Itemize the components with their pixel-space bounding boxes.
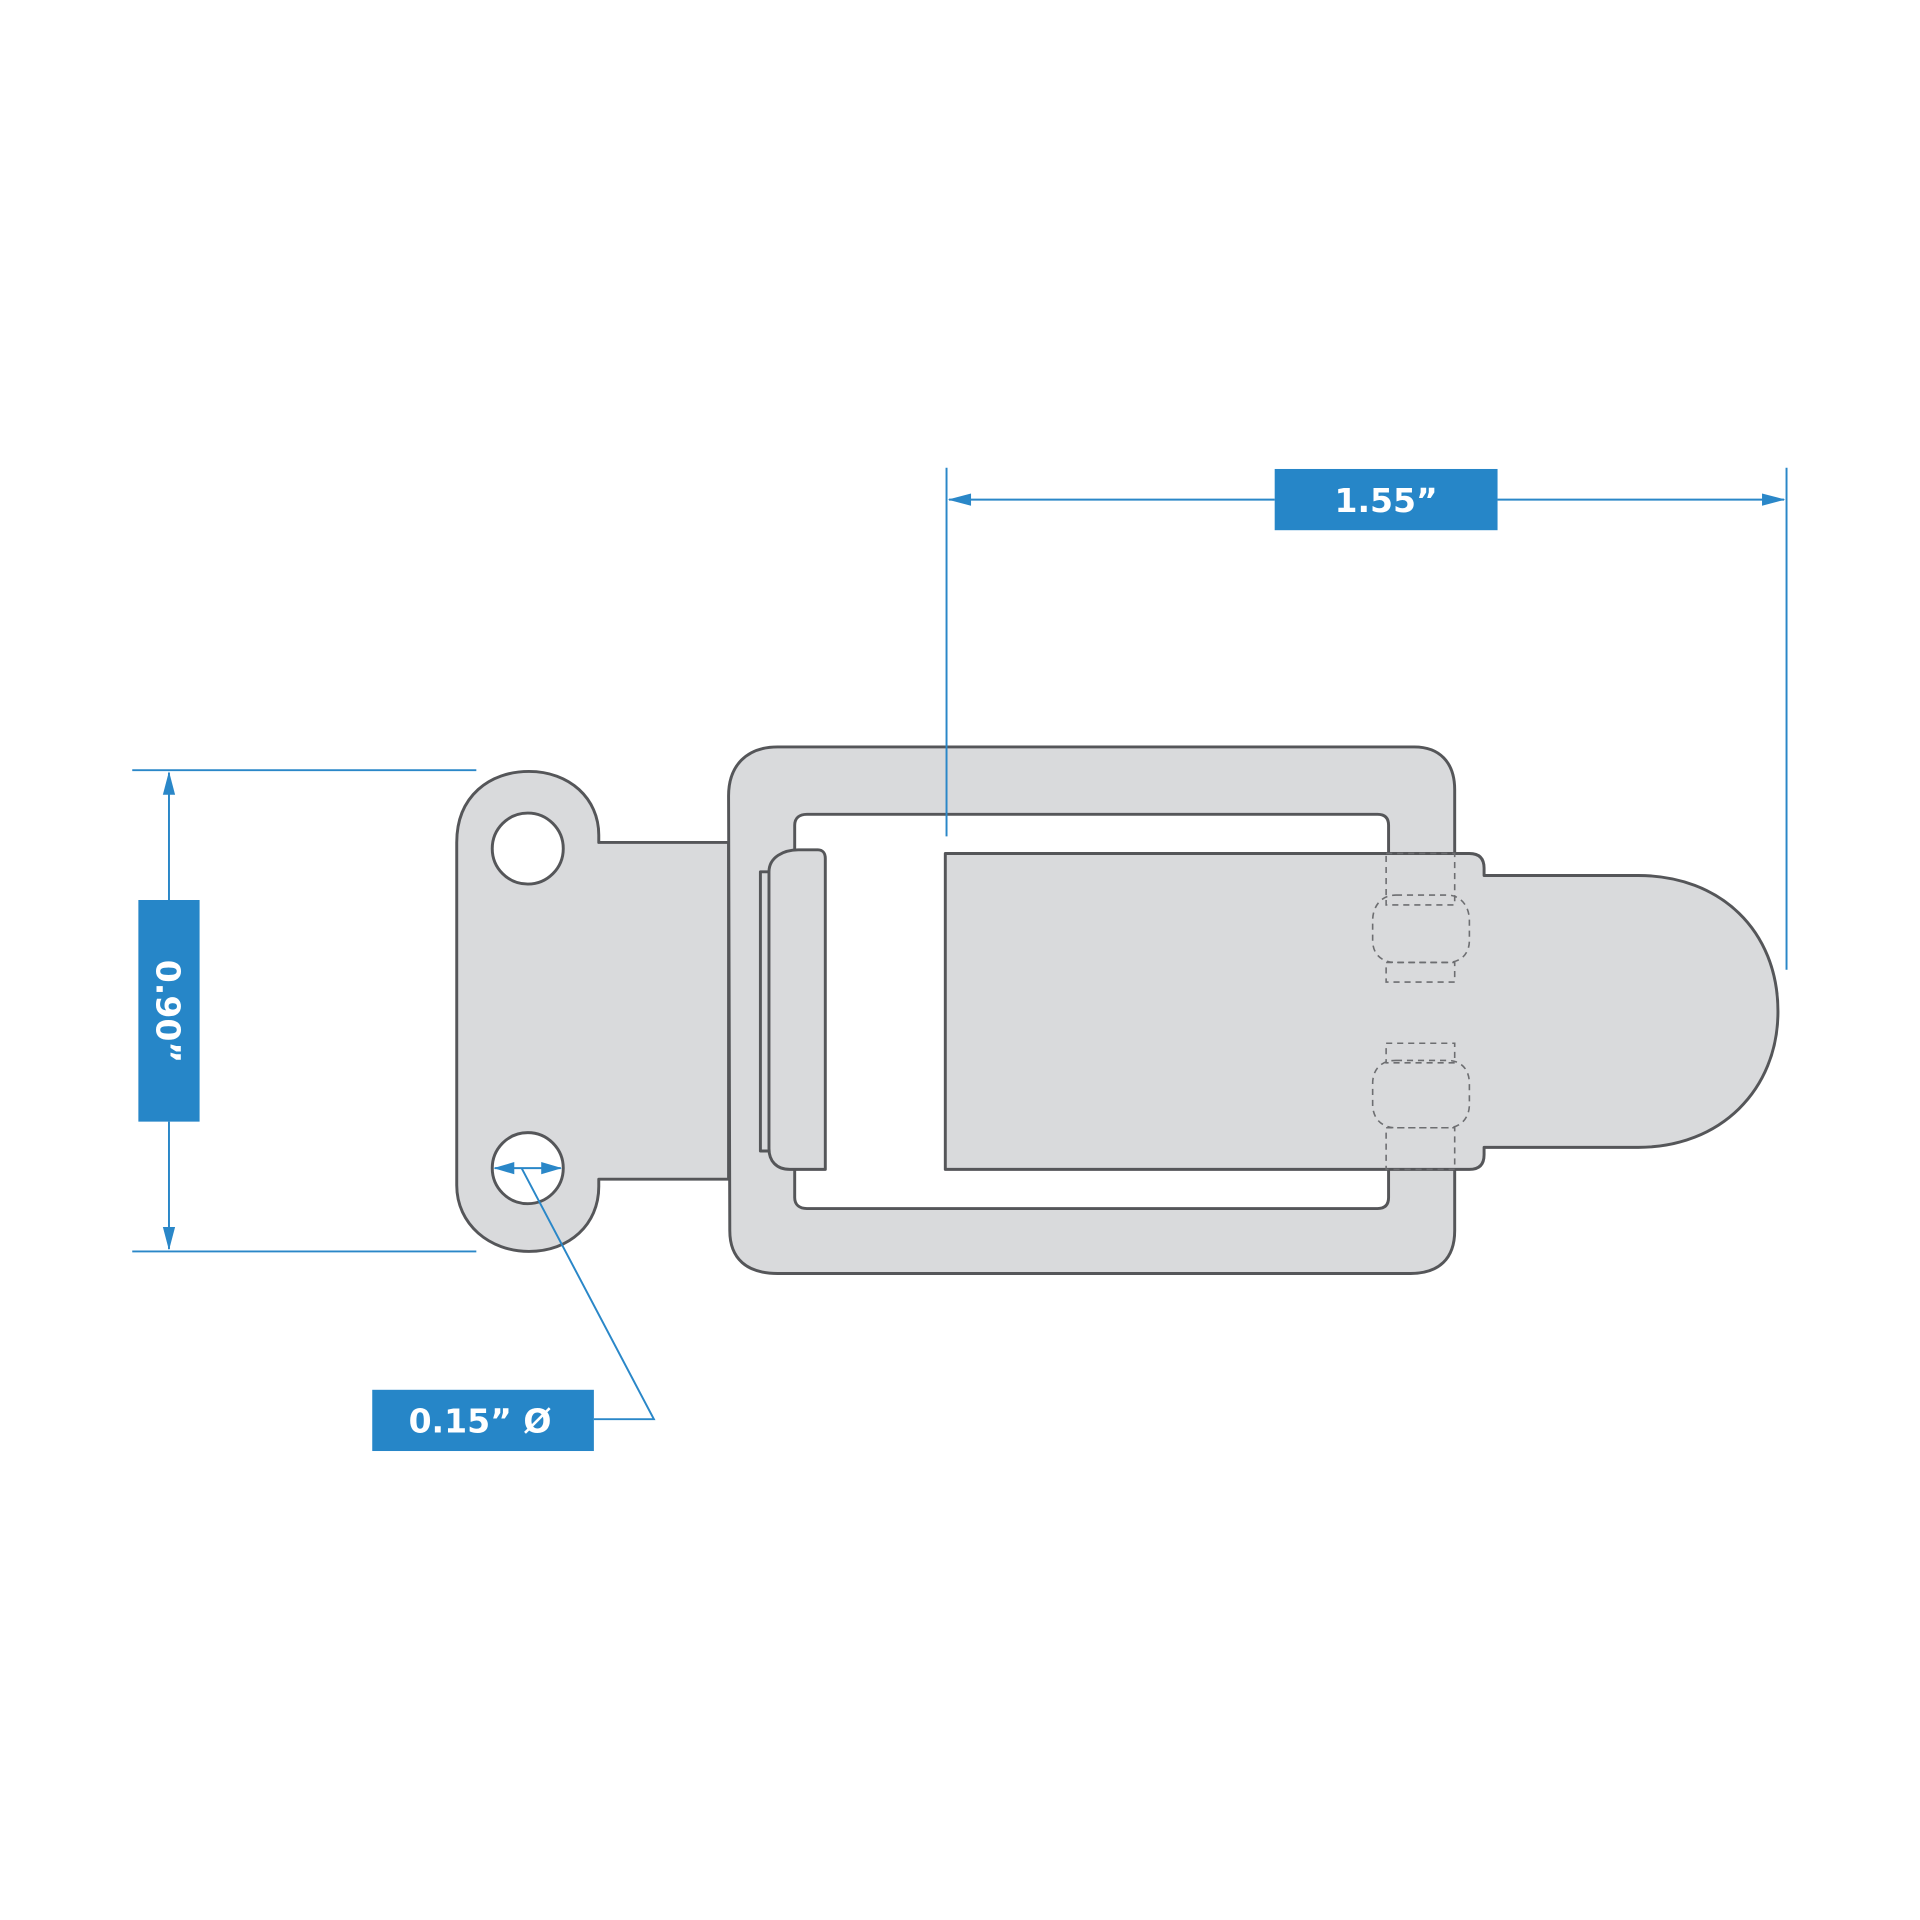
dimension-label-height — [138, 900, 200, 1122]
leader-line — [520, 1167, 656, 1421]
dimension-height: 0.90” — [132, 769, 477, 1253]
arrowhead-down-icon — [162, 1226, 176, 1251]
dimension-hole-diameter: 0.15” Ø — [372, 1162, 656, 1452]
hidden-hinge-knuckles — [1371, 852, 1471, 1171]
dimension-length: 1.55” — [945, 467, 1788, 970]
hinge-bar — [767, 848, 827, 1171]
arrowhead-left-icon — [493, 1162, 515, 1175]
dimension-text-length: 1.55” — [1334, 481, 1437, 520]
dimension-text-hole: 0.15” Ø — [409, 1402, 552, 1441]
arrowhead-left-icon — [947, 493, 972, 506]
arrowhead-right-icon — [541, 1162, 563, 1175]
dimension-label-hole — [372, 1389, 594, 1452]
arrowhead-right-icon — [1762, 493, 1786, 506]
arrowhead-up-icon — [162, 771, 176, 795]
dimension-label-length — [1274, 468, 1498, 531]
dimension-text-height: 0.90” — [149, 960, 188, 1063]
latch-lever — [943, 852, 1780, 1171]
mounting-hole-top — [490, 811, 565, 886]
